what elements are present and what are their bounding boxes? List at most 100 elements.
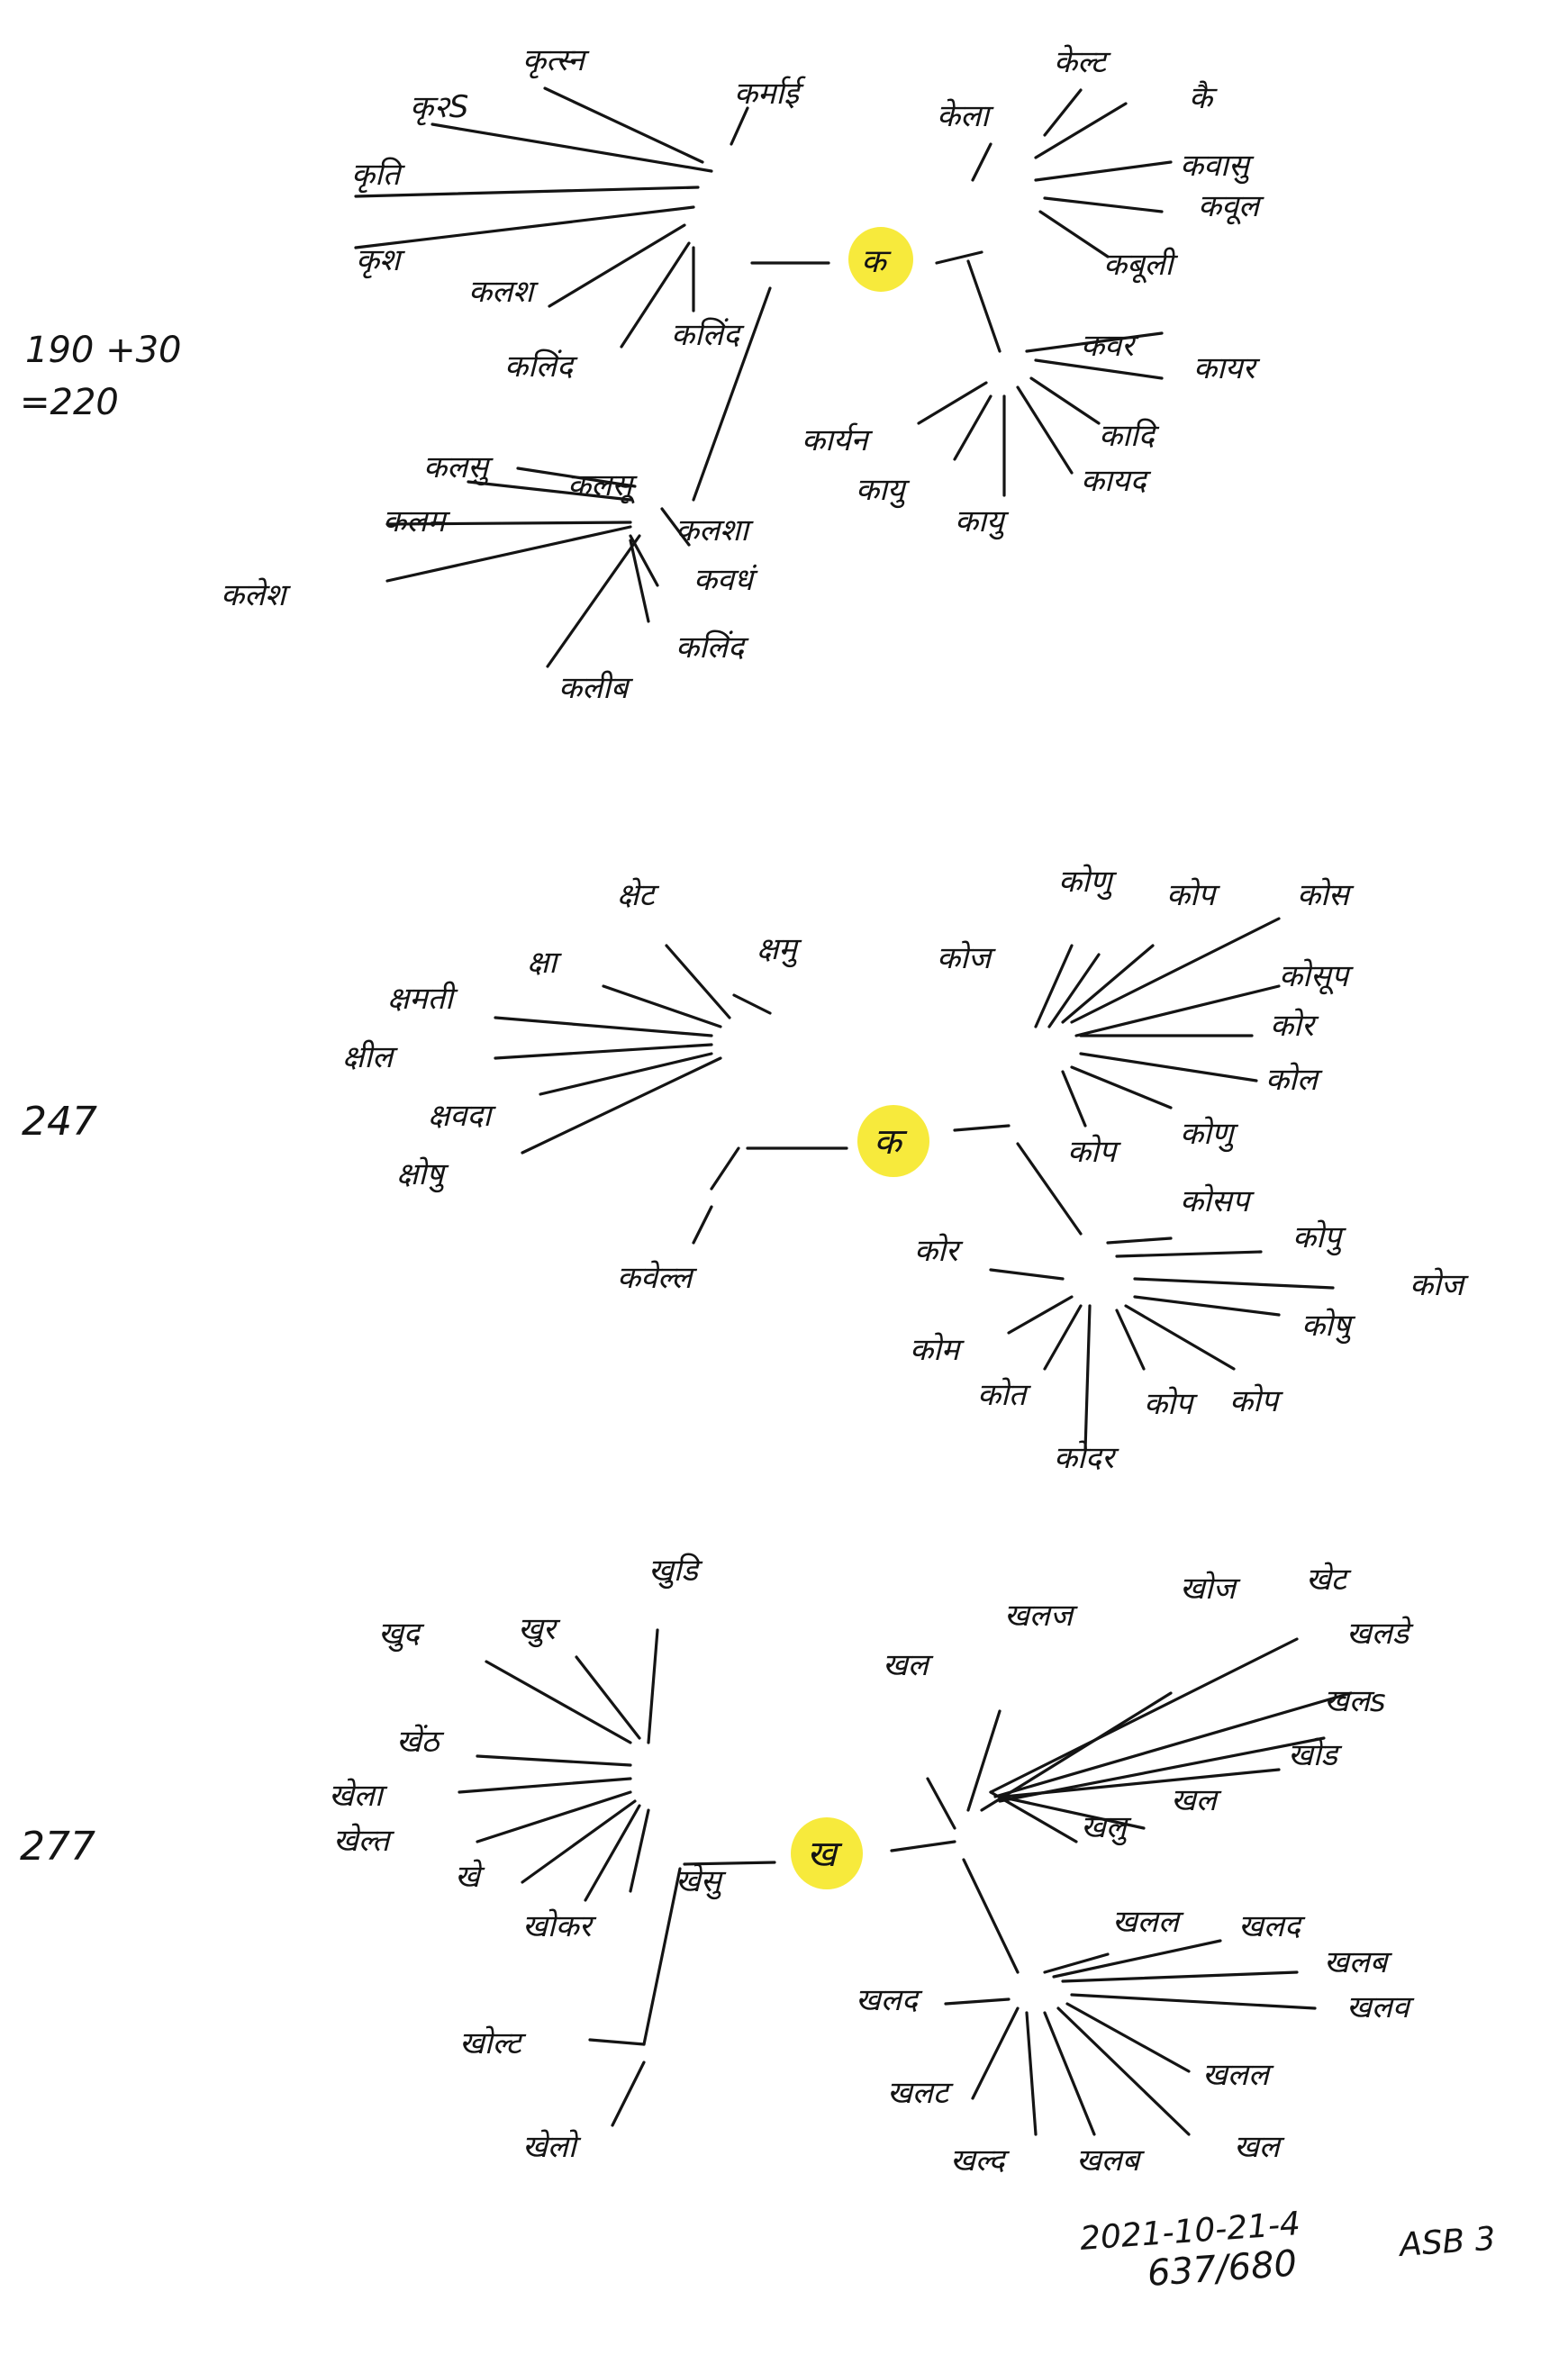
word-label: खुद xyxy=(378,1616,425,1653)
word-label: खलज xyxy=(1004,1598,1078,1634)
connector-line xyxy=(494,1016,713,1037)
word-label: खोज xyxy=(1180,1571,1241,1607)
connector-line xyxy=(1025,331,1164,353)
connector-line xyxy=(944,1997,1011,2006)
word-label: केल्ट xyxy=(1054,44,1111,80)
connector-line xyxy=(543,86,704,164)
branch-stem xyxy=(953,1124,1011,1132)
branch-3: केलाकेल्टकैकवासुकवूलकबूली xyxy=(935,44,1264,284)
connector-line xyxy=(1056,2006,1191,2136)
center-highlight xyxy=(791,1817,863,1889)
connector-line xyxy=(1133,1295,1281,1317)
connector-line xyxy=(1043,88,1083,137)
word-label: खेसु xyxy=(675,1863,727,1900)
word-label: खल xyxy=(1171,1782,1222,1818)
connector-line xyxy=(1133,1277,1335,1290)
connector-line xyxy=(1070,1993,1317,2010)
connector-line xyxy=(1034,102,1128,159)
word-label: क्षमती xyxy=(387,981,458,1017)
word-label: खलल xyxy=(1112,1904,1184,1940)
connector-line xyxy=(629,1808,650,1893)
center-highlight xyxy=(848,227,913,292)
branch-2: कवेल्ल xyxy=(617,1146,740,1296)
connector-line xyxy=(467,480,632,502)
connector-line xyxy=(1070,1065,1173,1110)
branch-stem xyxy=(683,1861,776,1866)
word-label: कलसु xyxy=(423,449,494,486)
word-label: कवर xyxy=(1081,328,1139,364)
word-label: खलs xyxy=(1324,1683,1386,1719)
connector-line xyxy=(1025,2011,1038,2136)
margin-count-mid: 247 xyxy=(22,1099,97,1145)
connector-line xyxy=(611,2061,646,2127)
word-label: खेल्त xyxy=(333,1823,395,1859)
connector-line xyxy=(521,1056,722,1155)
branch-stem xyxy=(935,250,983,265)
diagrams-layer: ककृ२Sकृत्स्नकृतिकृशकलशकलिंदकलिंदकर्माईकल… xyxy=(221,42,1469,2178)
word-label: कायद xyxy=(1081,463,1152,499)
connector-line xyxy=(1002,1768,1281,1798)
connector-line xyxy=(1083,1304,1092,1452)
word-label: कोसप xyxy=(1180,1183,1255,1219)
word-label: खेंठ xyxy=(396,1724,445,1760)
word-label: खलडे xyxy=(1346,1616,1414,1652)
word-label: कादि xyxy=(1099,418,1160,454)
connector-line xyxy=(953,394,992,461)
margin-count-bottom: 277 xyxy=(20,1824,95,1870)
connector-line xyxy=(546,534,641,668)
branch-stem xyxy=(692,286,772,502)
connector-line xyxy=(1052,1939,1222,1979)
connector-line xyxy=(1043,1304,1083,1371)
branch-1: क्षेटक्षाक्षमुक्षमतीक्षीलक्षवदाक्षोषु xyxy=(342,877,848,1193)
word-label: कोम xyxy=(910,1332,965,1368)
connector-line xyxy=(1061,1970,1299,1983)
connector-line xyxy=(660,507,691,547)
word-label: कोल xyxy=(1265,1062,1323,1098)
connector-line xyxy=(575,1655,641,1740)
word-label: कोर xyxy=(1270,1008,1319,1044)
word-label: क्षमु xyxy=(757,931,802,968)
connector-line xyxy=(521,1799,637,1884)
center-highlight xyxy=(857,1105,929,1177)
word-label: खेट xyxy=(1306,1562,1352,1598)
connector-line xyxy=(1043,1952,1110,1974)
margin-calc-line2: =220 xyxy=(20,382,119,423)
connector-line xyxy=(431,122,713,173)
connector-line xyxy=(917,381,988,425)
word-label: खलव xyxy=(1346,1989,1415,2025)
word-label: कर्माई xyxy=(734,76,806,112)
connector-line xyxy=(458,1777,632,1794)
connector-line xyxy=(1034,944,1074,1028)
connector-line xyxy=(966,1709,1002,1812)
word-label: खोड xyxy=(1288,1737,1343,1773)
word-label: कै xyxy=(1189,80,1218,116)
word-label: खोकर xyxy=(522,1908,597,1944)
word-label: क्षवदा xyxy=(428,1098,496,1134)
branch-4: कोसपकोपुकोजकोषुकोपकोपकोदरकोतकोमकोर xyxy=(910,1142,1469,1476)
connector-line xyxy=(1038,210,1110,258)
connector-line xyxy=(1065,2002,1191,2073)
word-label: कलसू xyxy=(567,467,638,504)
word-label: खल xyxy=(1234,2129,1285,2165)
word-label: खुर xyxy=(518,1611,561,1648)
word-label: कोदर xyxy=(1054,1440,1119,1476)
connector-line xyxy=(1007,1295,1074,1335)
connector-line xyxy=(989,1268,1065,1281)
word-label: कलशा xyxy=(675,512,754,548)
word-label: कोप xyxy=(1144,1386,1199,1422)
connector-line xyxy=(989,1790,1078,1843)
connector-line xyxy=(385,521,632,526)
word-label: खलट xyxy=(887,2075,954,2111)
word-label: क्षोषु xyxy=(396,1156,449,1193)
connector-line xyxy=(494,1043,713,1060)
branch-stem xyxy=(890,1840,956,1852)
word-label: कृति xyxy=(351,157,406,194)
mind-map-1: ककृ२Sकृत्स्नकृतिकृशकलशकलिंदकलिंदकर्माईकल… xyxy=(221,42,1264,706)
footer-code: ASB 3 xyxy=(1397,2221,1497,2264)
branch-stem xyxy=(642,1867,682,2046)
connector-line xyxy=(692,1205,713,1245)
connector-line xyxy=(584,1804,641,1902)
